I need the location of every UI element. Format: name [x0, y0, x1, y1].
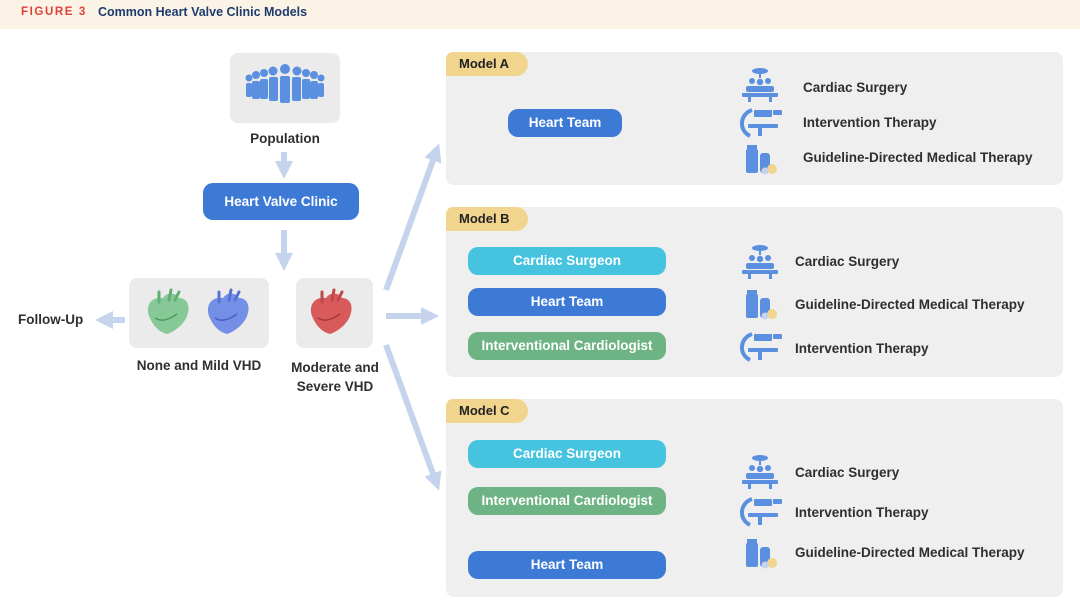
model-c-heart-team: Heart Team: [468, 551, 666, 579]
model-b-heart-team: Heart Team: [468, 288, 666, 316]
mild-vhd-icon-box: [129, 278, 269, 348]
model-b-tag: Model B: [446, 207, 528, 231]
model-c-tag: Model C: [446, 399, 528, 423]
model-c-cardiac-surgeon: Cardiac Surgeon: [468, 440, 666, 468]
mild-vhd-label: None and Mild VHD: [136, 358, 262, 373]
severe-vhd-icon-box: [296, 278, 373, 348]
figure-header: FIGURE 3 Common Heart Valve Clinic Model…: [0, 0, 1080, 29]
surgery-icon: [740, 66, 780, 107]
severe-vhd-label: Moderate and Severe VHD: [280, 358, 390, 396]
medication-icon: [744, 288, 780, 325]
cath-lab-icon: [736, 330, 784, 369]
surgery-icon: [740, 243, 780, 284]
severe-vhd-line2: Severe VHD: [296, 379, 374, 394]
model-a-outcome-2: Intervention Therapy: [803, 115, 937, 130]
heart-green-icon: [147, 288, 189, 334]
model-a-outcome-3: Guideline-Directed Medical Therapy: [803, 150, 1033, 165]
population-label: Population: [250, 131, 320, 146]
medication-icon: [744, 143, 780, 180]
heart-blue-icon: [207, 288, 249, 334]
model-a-outcome-1: Cardiac Surgery: [803, 80, 908, 95]
cath-lab-icon: [736, 495, 784, 534]
cath-lab-icon: [736, 106, 784, 145]
figure-label: FIGURE 3: [21, 6, 87, 18]
population-icon-box: [230, 53, 340, 123]
model-a-heart-team: Heart Team: [508, 109, 622, 137]
model-a-tag: Model A: [446, 52, 528, 76]
arrow-to-model-a: [383, 143, 442, 292]
model-c-interventional-cardiologist: Interventional Cardiologist: [468, 487, 666, 515]
arrow-to-model-c: [383, 343, 442, 491]
model-c-outcome-2: Intervention Therapy: [795, 505, 929, 520]
model-c-outcome-1: Cardiac Surgery: [795, 465, 900, 480]
severe-vhd-line1: Moderate and: [291, 360, 379, 375]
surgery-icon: [740, 453, 780, 494]
model-b-outcome-2: Guideline-Directed Medical Therapy: [795, 297, 1025, 312]
model-c-outcome-3: Guideline-Directed Medical Therapy: [795, 545, 1025, 560]
heart-valve-clinic-box: Heart Valve Clinic: [203, 183, 359, 220]
heart-red-icon: [310, 288, 352, 334]
model-b-interventional-cardiologist: Interventional Cardiologist: [468, 332, 666, 360]
model-b-outcome-1: Cardiac Surgery: [795, 254, 900, 269]
medication-icon: [744, 537, 780, 574]
follow-up-label: Follow-Up: [18, 312, 84, 327]
model-b-outcome-3: Intervention Therapy: [795, 341, 929, 356]
people-group-icon: [245, 64, 325, 103]
figure-title: Common Heart Valve Clinic Models: [98, 5, 308, 19]
model-b-cardiac-surgeon: Cardiac Surgeon: [468, 247, 666, 275]
